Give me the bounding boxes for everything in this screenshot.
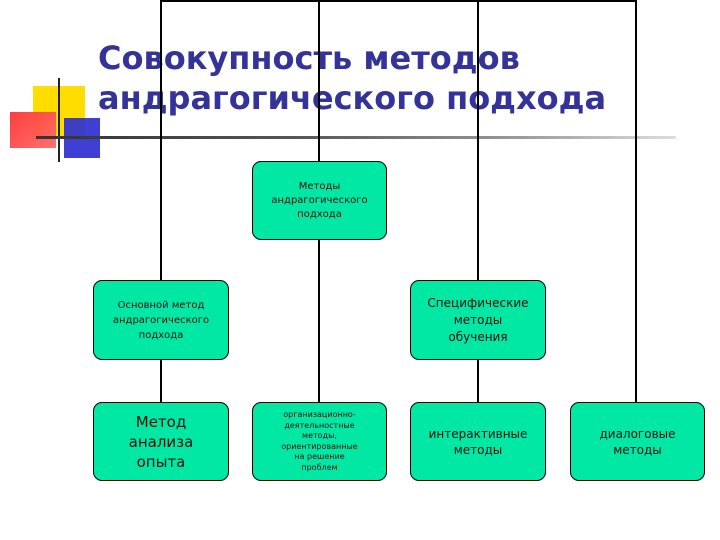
node-andragogy-methods-line-1: Методы xyxy=(298,180,341,192)
node-organizational-methods-line-2: деятельностные xyxy=(284,420,355,430)
node-specific-methods: Специфические методы обучения xyxy=(410,280,546,360)
node-interactive-methods-line-1: интерактивные xyxy=(428,426,528,441)
node-organizational-methods-line-5: на решение xyxy=(294,452,345,461)
node-dialog-methods: диалоговые методы xyxy=(570,402,705,481)
node-andragogy-methods-line-2: андрагогического xyxy=(271,194,368,206)
node-experience-analysis: Метод анализа опыта xyxy=(93,402,229,481)
node-specific-methods-line-2: методы xyxy=(453,312,503,327)
node-dialog-methods-line-1: диалоговые xyxy=(599,426,676,441)
node-experience-analysis-line-2: анализа xyxy=(128,432,194,451)
slide-title-line-1: Совокупность методов xyxy=(98,39,520,77)
node-andragogy-methods-line-3: подхода xyxy=(297,208,342,220)
node-specific-methods-line-3: обучения xyxy=(448,329,508,344)
title-underline xyxy=(36,136,676,139)
node-basic-method-line-1: Основной метод xyxy=(117,299,205,311)
decoration-red-square xyxy=(10,112,56,148)
node-basic-method-line-2: андрагогического xyxy=(112,314,210,326)
node-organizational-methods: организационно- деятельностные методы, о… xyxy=(252,402,387,481)
node-dialog-methods-line-2: методы xyxy=(613,442,662,457)
node-andragogy-methods: Методы андрагогического подхода xyxy=(252,161,387,240)
node-organizational-methods-line-3: методы, xyxy=(302,431,337,440)
node-experience-analysis-line-3: опыта xyxy=(136,452,186,471)
node-basic-method: Основной метод андрагогического подхода xyxy=(93,280,229,360)
node-organizational-methods-line-6: проблем xyxy=(301,462,338,472)
node-basic-method-line-3: подхода xyxy=(138,329,184,341)
slide-title: Совокупность методов андрагогического по… xyxy=(98,38,606,118)
node-interactive-methods: интерактивные методы xyxy=(410,402,546,481)
node-experience-analysis-line-1: Метод xyxy=(135,412,187,431)
node-organizational-methods-line-4: ориентированные xyxy=(281,441,358,451)
slide-title-line-2: андрагогического подхода xyxy=(98,79,607,117)
node-specific-methods-line-1: Специфические xyxy=(427,295,529,310)
node-interactive-methods-line-2: методы xyxy=(453,442,503,457)
node-organizational-methods-line-1: организационно- xyxy=(283,410,356,419)
decoration-vertical-line xyxy=(58,78,60,162)
